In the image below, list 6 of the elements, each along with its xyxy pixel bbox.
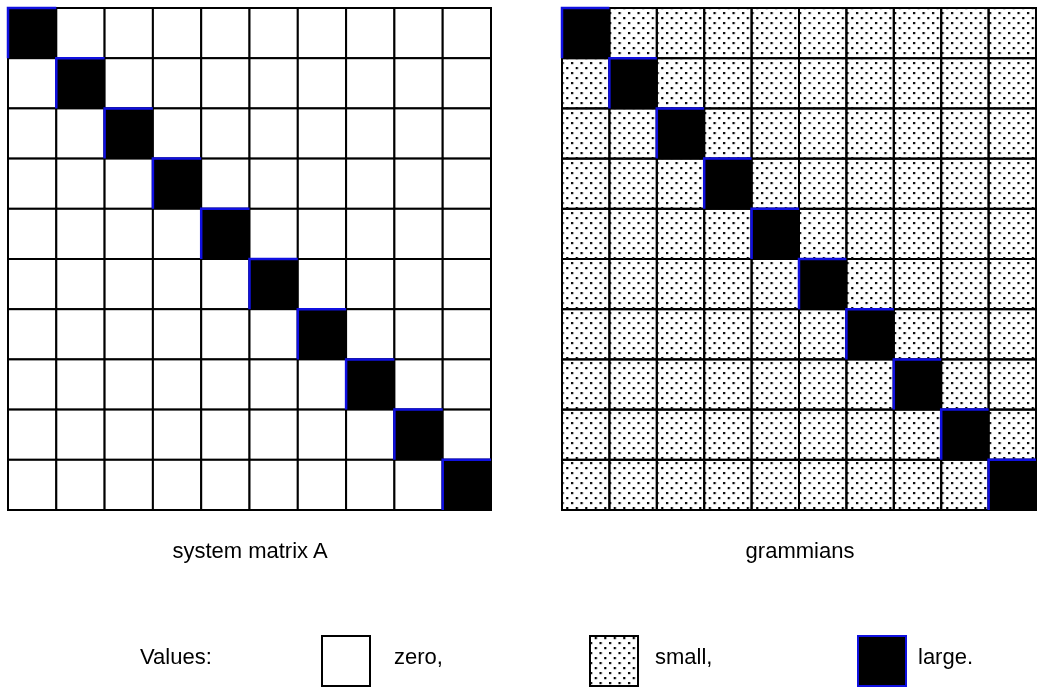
legend-label: zero, (394, 644, 443, 670)
legend-label: small, (655, 644, 713, 670)
matrix-caption: system matrix A (172, 538, 328, 564)
legend-label: large. (918, 644, 974, 670)
legend-title: Values: (140, 644, 212, 670)
matrix-caption: grammians (745, 538, 855, 564)
